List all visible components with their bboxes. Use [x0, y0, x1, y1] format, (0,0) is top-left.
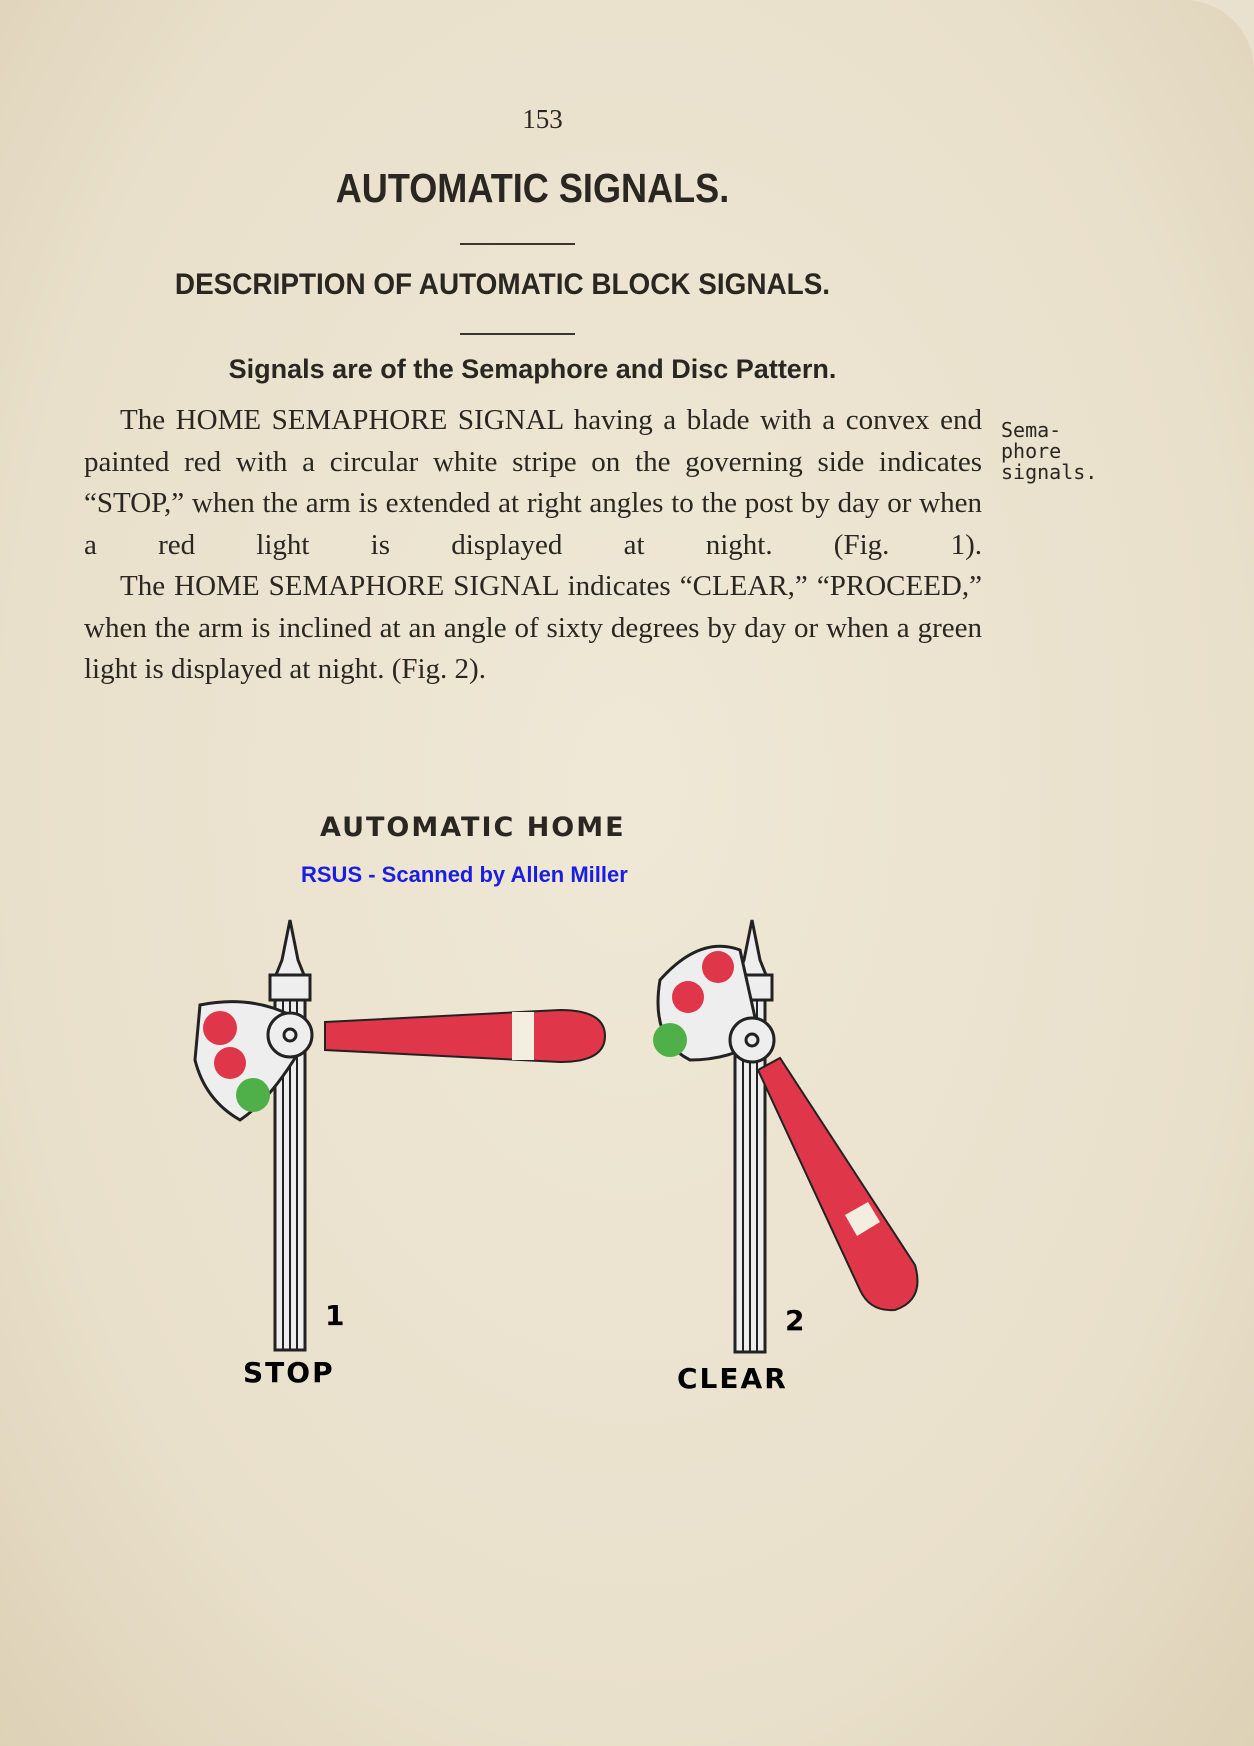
signal-post — [268, 919, 312, 1352]
stop-signal-figure: 1 STOP — [193, 919, 607, 1389]
figure-caption-clear: CLEAR — [677, 1362, 788, 1395]
margin-note: Sema- phore signals. — [1001, 420, 1097, 483]
clear-semaphore-blade — [756, 1056, 919, 1312]
body-text: The HOME SEMAPHORE SIGNAL having a blade… — [84, 400, 982, 691]
scan-credit: RSUS - Scanned by Allen Miller — [301, 862, 628, 887]
divider — [460, 243, 575, 245]
red-lamp-icon — [702, 951, 734, 983]
page-number: 153 — [522, 104, 563, 134]
section-heading: DESCRIPTION OF AUTOMATIC BLOCK SIGNALS. — [174, 268, 831, 301]
figure-number: 2 — [785, 1304, 806, 1337]
subheading: Signals are of the Semaphore and Disc Pa… — [228, 354, 837, 384]
figure-heading: AUTOMATIC HOME — [320, 812, 626, 843]
green-lamp-icon — [236, 1078, 270, 1112]
green-lamp-icon — [653, 1023, 687, 1057]
paragraph: The HOME SEMAPHORE SIGNAL having a blade… — [84, 404, 982, 561]
divider — [460, 333, 575, 335]
red-lamp-icon — [203, 1011, 237, 1045]
stop-semaphore-blade — [324, 1008, 607, 1064]
clear-signal-figure: 2 CLEAR — [653, 919, 919, 1395]
paragraph: The HOME SEMAPHORE SIGNAL indicates “CLE… — [84, 570, 982, 685]
margin-note-line: Sema- — [1001, 418, 1062, 442]
margin-note-line: signals. — [1001, 460, 1098, 484]
margin-note-line: phore — [1001, 439, 1062, 463]
figure-number: 1 — [325, 1299, 346, 1332]
red-lamp-icon — [214, 1047, 246, 1079]
page-title: AUTOMATIC SIGNALS. — [335, 165, 730, 211]
figure-caption-stop: STOP — [243, 1356, 335, 1389]
red-lamp-icon — [672, 981, 704, 1013]
